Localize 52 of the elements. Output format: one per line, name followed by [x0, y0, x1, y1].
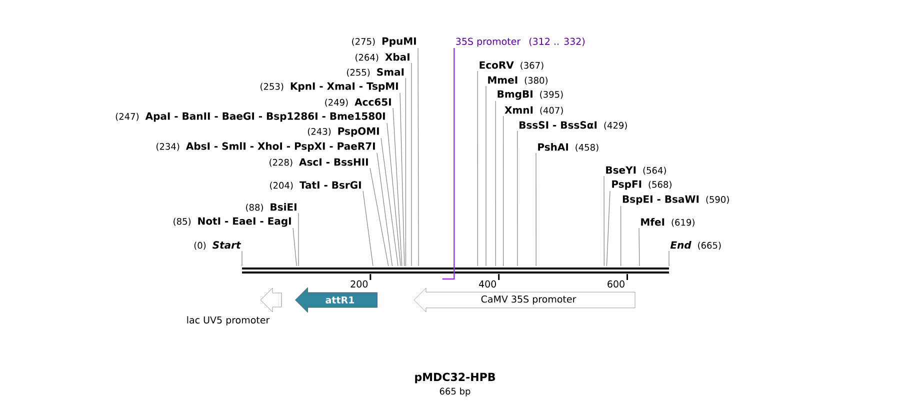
- site-label: PspFI (568): [612, 180, 672, 190]
- feature-block: attR1: [295, 287, 378, 313]
- leader-line: [298, 212, 299, 266]
- site-label: (228) AscI - BssHII: [270, 158, 368, 167]
- leader-line: [477, 70, 478, 266]
- site-label: (249) Acc65I: [325, 98, 391, 107]
- site-label: BseYI (564): [606, 166, 666, 175]
- site-label: BmgBI (395): [498, 90, 563, 100]
- site-label: (204) TatI - BsrGI: [270, 181, 361, 190]
- leader-line: [418, 48, 419, 266]
- site-label: MfeI (619): [641, 218, 694, 227]
- leader-line: [638, 228, 640, 266]
- leader-line: [517, 130, 518, 266]
- site-label: MmeI (380): [488, 76, 548, 85]
- leader-line: [392, 108, 402, 266]
- leader-line: [400, 92, 405, 266]
- site-label: PshAI (458): [538, 143, 598, 152]
- site-label: (275) PpuMI: [352, 37, 416, 47]
- leader-line: [668, 250, 670, 266]
- feature-block: CaMV 35S promoter: [414, 288, 636, 312]
- leader-line: [442, 48, 455, 280]
- site-label: (264) XbaI: [356, 53, 410, 62]
- site-label: BspEI - BsaWI (590): [622, 195, 729, 205]
- leader-line: [362, 190, 374, 266]
- site-label: (243) PspOMI: [308, 127, 379, 137]
- site-label: (247) ApaI - BanII - BaeGI - Bsp1286I - Bme1580I: [116, 112, 385, 122]
- site-label: (85) NotI - EaeI - EagI: [174, 217, 291, 227]
- site-label: (253) KpnI - XmaI - TspMI: [260, 82, 398, 92]
- site-label: XmnI (407): [504, 106, 563, 115]
- scale-label: 200: [350, 280, 368, 288]
- leader-line: [386, 122, 401, 266]
- site-label: End (665): [670, 241, 721, 250]
- leader-line: [405, 78, 406, 266]
- site-label: (0) Start: [194, 241, 242, 250]
- leader-line: [292, 228, 297, 266]
- site-label: (234) AbsI - SmlI - XhoI - PspXI - PaeR7I: [156, 142, 375, 152]
- leader-line: [370, 168, 389, 266]
- site-label: (88) BsiEI: [246, 203, 296, 212]
- leader-line: [376, 152, 393, 266]
- title: pMDC32-HPB: [415, 372, 495, 384]
- site-label: (255) SmaI: [346, 68, 404, 77]
- leader-line: [495, 100, 496, 266]
- leader-line: [411, 62, 412, 266]
- leader-line: [503, 116, 504, 266]
- leader-line: [620, 206, 622, 266]
- leader-line: [380, 138, 398, 266]
- leader-line: [606, 190, 610, 266]
- caption: 665 bp: [440, 388, 470, 396]
- feature-label: 35S promoter (312 .. 332): [456, 38, 585, 47]
- site-label: BssSI - BssSαI (429): [520, 121, 627, 130]
- node-label: lac UV5 promoter: [187, 316, 270, 326]
- site-label: EcoRV (367): [480, 61, 544, 70]
